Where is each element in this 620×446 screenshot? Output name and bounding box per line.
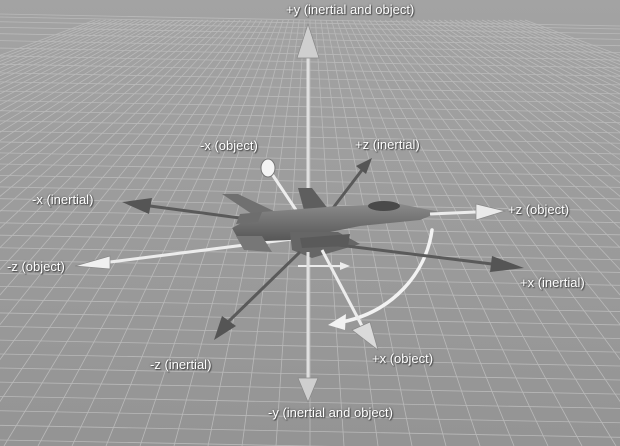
grid-line <box>0 90 620 104</box>
grid-line <box>0 120 620 134</box>
grid-line <box>460 19 620 106</box>
grid-line <box>449 19 620 118</box>
grid-line <box>0 130 620 144</box>
grid-line <box>0 19 192 151</box>
grid-line <box>454 19 620 112</box>
grid-line <box>0 19 219 212</box>
grid-line <box>0 424 620 438</box>
grid-line <box>384 19 620 271</box>
grid-line <box>0 339 620 353</box>
grid-line <box>428 19 620 151</box>
grid-line <box>0 439 331 446</box>
grid-line <box>0 19 182 133</box>
grid-line <box>37 19 268 446</box>
grid-line <box>0 19 230 249</box>
grid-line <box>0 285 620 299</box>
grid-line <box>379 19 620 296</box>
grid-line <box>0 16 620 30</box>
grid-line <box>352 19 583 446</box>
z-inertial-negative-arrow <box>214 250 302 340</box>
grid-line <box>444 19 620 126</box>
grid-line <box>0 100 620 114</box>
grid-line <box>0 410 620 424</box>
grid-line <box>0 141 620 155</box>
x-object-negative-arrow <box>260 158 298 211</box>
grid-line <box>325 19 413 446</box>
grid-line <box>374 19 620 326</box>
grid-line <box>0 21 620 35</box>
grid-line <box>0 19 236 271</box>
grid-line <box>341 19 515 446</box>
y-axis-negative-arrow <box>297 252 319 403</box>
grid-line <box>0 110 620 124</box>
label-x-object-negative: -x (object) <box>200 138 258 153</box>
grid-line <box>417 19 620 172</box>
grid-line <box>422 19 620 161</box>
fighter-jet <box>222 188 440 258</box>
grid-line <box>433 19 620 142</box>
grid-line <box>0 19 171 118</box>
grid-line <box>0 19 166 112</box>
grid-line <box>336 19 481 446</box>
grid-line <box>0 19 246 326</box>
label-x-inertial-positive: +x (inertial) <box>520 275 585 290</box>
label-z-object-positive: +z (object) <box>508 202 570 217</box>
grid-line <box>0 19 225 229</box>
grid-line <box>0 152 620 166</box>
grid-line <box>0 19 198 161</box>
label-x-object-positive: +x (object) <box>372 351 434 366</box>
label-z-object-negative: -z (object) <box>7 259 65 274</box>
x-object-positive-arrow <box>320 249 379 351</box>
grid-line <box>71 19 273 446</box>
grid-line <box>0 13 620 27</box>
grid-line <box>0 19 155 100</box>
grid-line <box>0 81 620 95</box>
grid-line <box>0 55 620 69</box>
grid-line <box>0 299 620 312</box>
z-inertial-positive-arrow <box>328 158 372 213</box>
grid-line <box>0 163 620 177</box>
grid-line <box>105 19 279 446</box>
grid-line <box>358 19 617 446</box>
grid-line <box>173 19 289 446</box>
grid-line <box>0 19 187 142</box>
grid-line <box>0 19 203 172</box>
grid-line <box>0 367 620 381</box>
grid-line <box>465 19 620 100</box>
grid-line <box>0 19 209 184</box>
grid-line <box>0 72 620 86</box>
label-y-negative: -y (inertial and object) <box>268 405 393 420</box>
z-object-negative-arrow <box>74 236 301 270</box>
z-object-positive-arrow <box>429 203 507 221</box>
grid-line <box>3 19 262 446</box>
grid-line <box>0 19 257 403</box>
grid-line <box>331 19 447 446</box>
grid-line <box>471 19 620 95</box>
label-z-inertial-negative: -z (inertial) <box>150 357 212 372</box>
grid-line <box>0 19 160 106</box>
grid-line <box>0 353 620 367</box>
grid-line <box>347 19 549 446</box>
grid-line <box>411 19 620 184</box>
grid-line <box>0 326 620 339</box>
grid-line <box>0 174 620 188</box>
grid-line <box>139 19 284 446</box>
grid-line <box>0 63 620 77</box>
grid-line <box>0 395 620 409</box>
grid-line <box>0 19 252 361</box>
grid-line <box>0 19 241 296</box>
label-x-inertial-negative: -x (inertial) <box>32 192 94 207</box>
x-inertial-positive-arrow <box>329 242 524 272</box>
object-origin-marker <box>298 262 350 270</box>
grid-line <box>0 312 620 326</box>
grid-line <box>0 272 620 286</box>
label-z-inertial-positive: +z (inertial) <box>355 137 420 152</box>
grid-line <box>0 19 176 126</box>
grid-line <box>0 19 214 197</box>
grid-line <box>438 19 620 133</box>
label-y-positive: +y (inertial and object) <box>286 2 415 17</box>
